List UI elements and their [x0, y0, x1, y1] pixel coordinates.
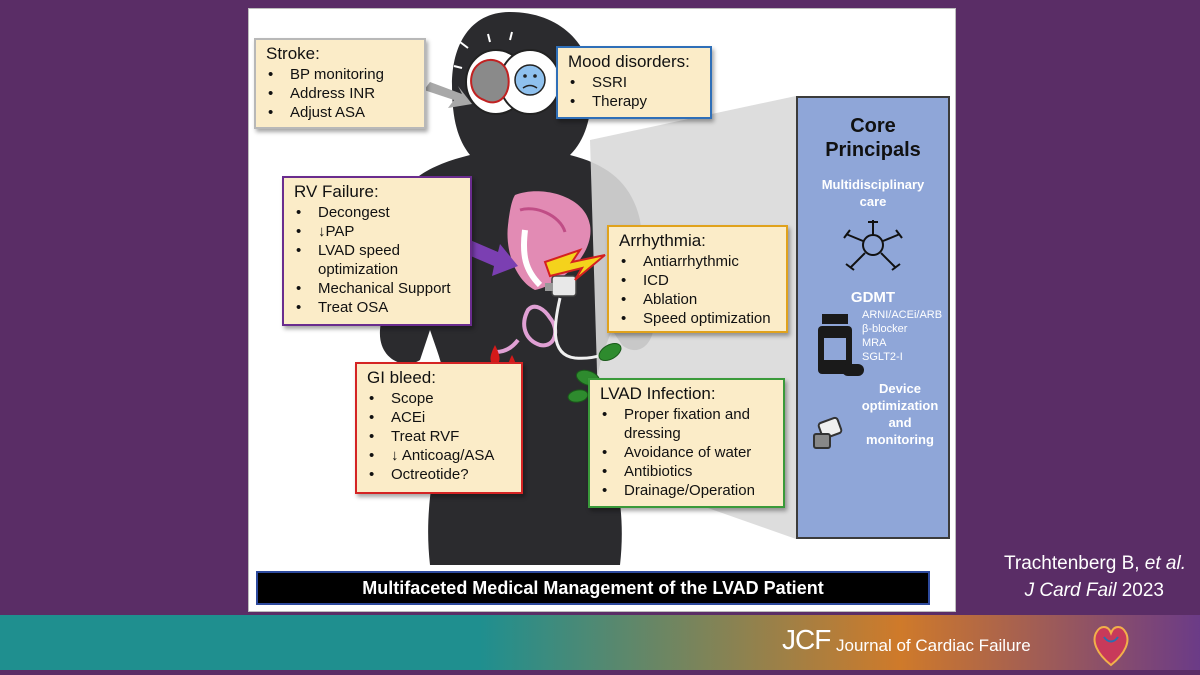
device-label-2: optimization [861, 398, 939, 413]
citation-journal: J Card Fail [1024, 580, 1117, 601]
mood-item: SSRI [568, 73, 700, 92]
arrhythmia-item: Ablation [619, 290, 776, 309]
journal-footer-bar [0, 615, 1200, 670]
gi-item: Treat RVF [367, 427, 511, 446]
stroke-arrow [424, 82, 472, 108]
rv-failure-arrow [466, 240, 518, 276]
citation-authors: Trachtenberg B, [1003, 553, 1145, 574]
gdmt-title: GDMT [850, 289, 896, 306]
stroke-title: Stroke: [266, 44, 320, 63]
infection-item: Antibiotics [600, 462, 773, 481]
arrhythmia-item: Speed optimization [619, 309, 776, 328]
hands-circle-icon [843, 220, 903, 271]
stroke-item: Address INR [266, 84, 414, 103]
gdmt-item: SGLT2-I [862, 351, 903, 363]
rv-item: Decongest [294, 203, 460, 222]
infection-item: Drainage/Operation [600, 481, 773, 500]
gi-item: ↓ Anticoag/ASA [367, 446, 511, 465]
journal-name: Journal of Cardiac Failure [836, 636, 1031, 655]
figure-banner: Multifaceted Medical Management of the L… [256, 571, 930, 605]
stroke-item: Adjust ASA [266, 103, 414, 122]
gi-title: GI bleed: [367, 368, 436, 387]
arrhythmia-box: Arrhythmia: Antiarrhythmic ICD Ablation … [607, 225, 788, 333]
arrhythmia-item: ICD [619, 271, 776, 290]
citation-line2: J Card Fail 2023 [1025, 580, 1164, 602]
core-principals-panel: Core Principals Multidisciplinary care G… [796, 96, 950, 539]
pill-bottle-icon [818, 314, 864, 376]
rv-failure-box: RV Failure: Decongest ↓PAP LVAD speed op… [282, 176, 472, 326]
citation-et-al: et al. [1144, 553, 1186, 574]
gi-item: Octreotide? [367, 465, 511, 484]
mood-title: Mood disorders: [568, 52, 690, 71]
lightning-bolt-icon [543, 248, 606, 281]
rv-item: ↓PAP [294, 222, 460, 241]
device-label-3: and [888, 415, 912, 430]
lvad-infection-box: LVAD Infection: Proper fixation and dres… [588, 378, 785, 508]
journal-abbr: JCF [782, 624, 831, 655]
stroke-box: Stroke: BP monitoring Address INR Adjust… [254, 38, 426, 129]
device-label-1: Device [879, 381, 921, 396]
brain-icon [453, 31, 561, 115]
infection-title: LVAD Infection: [600, 384, 716, 403]
gi-item: Scope [367, 389, 511, 408]
lvad-pump-icon [813, 416, 843, 449]
gdmt-list: ARNI/ACEi/ARB β-blocker MRA SGLT2-I [862, 308, 942, 364]
core-title-line1: Core [850, 115, 896, 137]
gdmt-item: MRA [862, 337, 887, 349]
infection-item: Proper fixation and dressing [600, 405, 773, 443]
mood-disorders-box: Mood disorders: SSRI Therapy [556, 46, 712, 119]
infection-item: Avoidance of water [600, 443, 773, 462]
gi-bleed-box: GI bleed: Scope ACEi Treat RVF ↓ Anticoa… [355, 362, 523, 494]
lvad-device-icon [545, 275, 577, 297]
rv-item: LVAD speed optimization [294, 241, 460, 279]
arrhythmia-title: Arrhythmia: [619, 231, 706, 250]
rv-title: RV Failure: [294, 182, 379, 201]
gdmt-item: ARNI/ACEi/ARB [862, 309, 943, 321]
citation-line1: Trachtenberg B, et al. [1004, 553, 1186, 575]
multidisciplinary-label-2: care [859, 194, 887, 209]
arrhythmia-item: Antiarrhythmic [619, 252, 776, 271]
mood-item: Therapy [568, 92, 700, 111]
gdmt-item: β-blocker [862, 323, 908, 335]
device-label-4: monitoring [866, 432, 934, 447]
heart-logo-icon [1093, 626, 1129, 667]
multidisciplinary-label: Multidisciplinary [821, 177, 925, 192]
core-title-line2: Principals [825, 139, 921, 161]
citation-year: 2023 [1116, 580, 1164, 601]
stroke-item: BP monitoring [266, 65, 414, 84]
gi-item: ACEi [367, 408, 511, 427]
rv-item: Treat OSA [294, 298, 460, 317]
rv-item: Mechanical Support [294, 279, 460, 298]
